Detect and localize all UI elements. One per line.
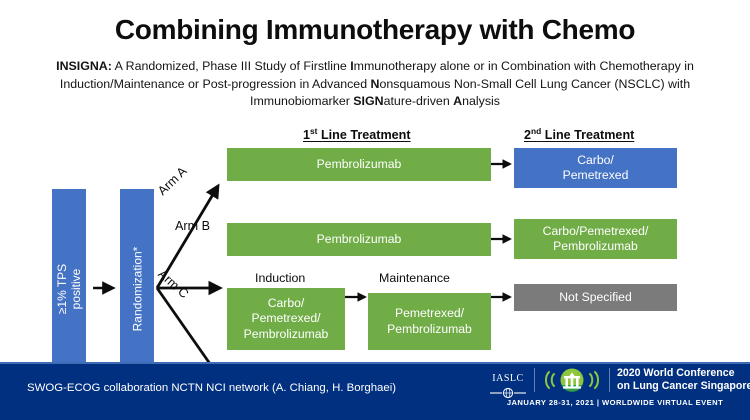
induction-line-3: Pembrolizumab: [243, 326, 329, 341]
first-line-header-text: Line Treatment: [317, 128, 411, 143]
arm-a-label: Arm A: [155, 164, 190, 199]
conference-title: 2020 World Conference on Lung Cancer Sin…: [617, 367, 750, 392]
second-line-ordinal-number: 2: [524, 128, 532, 143]
arm-c-second-line-box: Not Specified: [514, 284, 677, 311]
arm-a-second-line-box: Carbo/ Pemetrexed: [514, 148, 677, 188]
eligibility-box: ≥1% TPS positive: [52, 189, 86, 388]
induction-line-2: Pemetrexed/: [251, 311, 321, 326]
conference-title-line-1: 2020 World Conference: [617, 367, 735, 379]
conference-logo-block: IASLC 2020 World: [487, 366, 750, 414]
second-line-treatment-header: 2nd Line Treatment: [524, 126, 634, 142]
logo-divider-right: [609, 368, 610, 392]
eligibility-label: ≥1% TPS positive: [55, 263, 83, 313]
randomization-label: Randomization*: [130, 246, 144, 331]
second-line-ordinal-suffix: nd: [531, 126, 542, 136]
arm-a-second-line-1: Carbo/: [577, 152, 614, 167]
arm-c-label: Arm C: [155, 266, 192, 302]
logo-divider-left: [534, 368, 535, 392]
iaslc-emblem-icon: [490, 387, 526, 399]
arm-c-induction-box: Carbo/ Pemetrexed/ Pembrolizumab: [227, 288, 345, 350]
maintenance-stage-label: Maintenance: [379, 271, 450, 285]
footer-credit-text: SWOG-ECOG collaboration NCTN NCI network…: [27, 382, 397, 394]
page-title: Combining Immunotherapy with Chemo: [114, 14, 636, 45]
randomization-box: Randomization*: [120, 189, 154, 388]
induction-stage-label: Induction: [255, 271, 306, 285]
event-date-line: JANUARY 28-31, 2021 | WORLDWIDE VIRTUAL …: [506, 398, 724, 407]
arm-a-second-line-2: Pemetrexed: [562, 168, 629, 182]
arm-c-second-line-label: Not Specified: [559, 289, 632, 304]
arm-b-label: Arm B: [175, 219, 210, 233]
arm-b-second-line-1: Carbo/Pemetrexed/: [542, 223, 649, 238]
first-line-ordinal-suffix: st: [310, 126, 318, 136]
conference-title-line-2: on Lung Cancer Singapore: [617, 379, 750, 392]
iaslc-wordmark: IASLC: [492, 373, 524, 384]
eligibility-line-1: ≥1% TPS: [55, 263, 70, 314]
maintenance-line-2: Pembrolizumab: [387, 321, 472, 336]
eligibility-line-2: positive: [69, 268, 84, 309]
arm-b-first-line-box: Pembrolizumab: [227, 223, 491, 256]
arm-b-second-line-box: Carbo/Pemetrexed/ Pembrolizumab: [514, 219, 677, 259]
maintenance-line-1: Pemetrexed/: [394, 306, 465, 320]
first-line-treatment-header: 1st Line Treatment: [303, 126, 411, 142]
footer-bar: [0, 362, 750, 420]
arm-b-first-line-label: Pembrolizumab: [316, 231, 402, 246]
arm-c-maintenance-box: Pemetrexed/ Pembrolizumab: [368, 293, 491, 350]
arm-a-first-line-label: Pembrolizumab: [316, 156, 402, 171]
induction-line-1: Carbo/: [267, 295, 305, 310]
wclc-globe-icon: [545, 368, 599, 392]
arm-a-first-line-box: Pembrolizumab: [227, 148, 491, 181]
second-line-header-text: Line Treatment: [541, 128, 635, 143]
study-subtitle: INSIGNA: A Randomized, Phase III Study o…: [56, 59, 694, 108]
iaslc-logo: IASLC: [487, 368, 529, 404]
first-line-ordinal-number: 1: [303, 128, 311, 143]
arm-b-second-line-2: Pembrolizumab: [553, 239, 638, 253]
